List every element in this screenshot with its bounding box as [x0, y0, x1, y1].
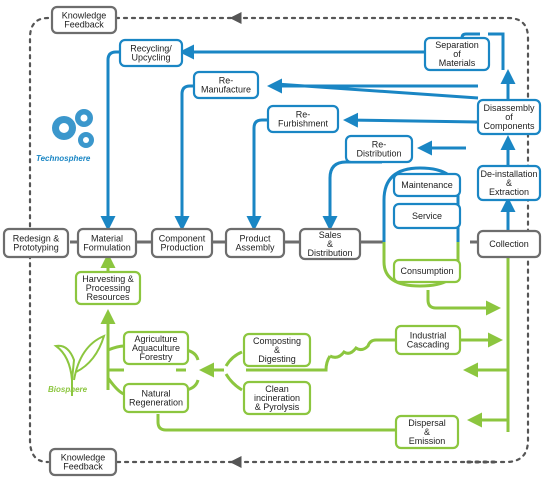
disassembly-of-components-node-label-line: Disassembly: [483, 103, 535, 113]
redistribution-node: Re-Distribution: [344, 134, 414, 164]
redesign-prototyping-node: Redesign &Prototyping: [2, 227, 70, 259]
clean-incineration-pyrolysis-node-label-line: incineration: [254, 393, 300, 403]
remanufacture-node-label-line: Manufacture: [201, 85, 251, 95]
consumption-node-label-line: Consumption: [400, 266, 453, 276]
product-assembly-node-label-line: Assembly: [235, 243, 275, 253]
consumption-node: Consumption: [392, 258, 462, 284]
collection-node-label-line: Collection: [489, 239, 529, 249]
service-node: Service: [392, 202, 462, 230]
knowledge-feedback-bottom-label-line: Knowledge: [61, 453, 106, 463]
dispersal-emission-node-label-line: Emission: [409, 436, 446, 446]
knowledge-feedback-top-label-line: Knowledge: [62, 11, 107, 21]
deinstallation-extraction-node-label-line: De-installation: [480, 169, 537, 179]
product-assembly-node-label-line: Product: [239, 234, 271, 244]
refurbishment-node-label-line: Re-: [296, 110, 311, 120]
composting-digesting-node-label-line: Digesting: [258, 354, 296, 364]
knowledge-feedback-top-label-line: Feedback: [64, 20, 104, 30]
collection-node: Collection: [476, 229, 542, 259]
agriculture-aquaculture-forestry-node-label-line: Agriculture: [134, 334, 177, 344]
biosphere-label: Biosphere: [48, 385, 88, 394]
technosphere-flows: [100, 32, 516, 242]
deinstallation-extraction-node: De-installation&Extraction: [476, 164, 542, 202]
sales-distribution-node-label-line: Distribution: [307, 248, 352, 258]
remanufacture-node: Re-Manufacture: [192, 70, 260, 100]
redistribution-node-label-line: Re-: [372, 140, 387, 150]
leaves-icon: [53, 334, 106, 396]
redesign-prototyping-node-label-line: Prototyping: [13, 243, 59, 253]
harvesting-processing-resources-node-label-line: Harvesting &: [82, 274, 134, 284]
component-production-node-label-line: Production: [160, 243, 203, 253]
agriculture-aquaculture-forestry-node-label-line: Forestry: [139, 352, 173, 362]
recycling-upcycling-node: Recycling/Upcycling: [118, 38, 184, 68]
remanufacture-node-label-line: Re-: [219, 76, 234, 86]
separation-of-materials-node-label-line: Separation: [435, 40, 479, 50]
natural-regeneration-node-label-line: Natural: [141, 389, 170, 399]
refurbishment-node-label-line: Furbishment: [278, 119, 329, 129]
deinstallation-extraction-node-label-line: &: [506, 178, 512, 188]
composting-digesting-node: Composting&Digesting: [242, 332, 312, 368]
recycling-upcycling-node-label-line: Recycling/: [130, 44, 172, 54]
disassembly-of-components-node-label-line: of: [505, 112, 513, 122]
sales-distribution-node: Sales&Distribution: [298, 227, 362, 261]
composting-digesting-node-label-line: &: [274, 345, 280, 355]
sales-distribution-node-label-line: Sales: [319, 230, 342, 240]
deinstallation-extraction-node-label-line: Extraction: [489, 187, 529, 197]
redesign-prototyping-node-label-line: Redesign &: [13, 234, 60, 244]
knowledge-feedback-bottom-label-line: Feedback: [63, 462, 103, 472]
disassembly-of-components-node-label-line: Components: [483, 121, 535, 131]
harvesting-processing-resources-node-label-line: Processing: [86, 283, 131, 293]
clean-incineration-pyrolysis-node-label-line: Clean: [265, 384, 289, 394]
gears-icon: [52, 109, 94, 148]
separation-of-materials-node-label-line: Materials: [439, 58, 476, 68]
natural-regeneration-node-label-line: Regeneration: [129, 398, 183, 408]
dispersal-emission-node-label-line: &: [424, 427, 430, 437]
separation-of-materials-node-label-line: of: [453, 49, 461, 59]
sales-distribution-node-label-line: &: [327, 239, 333, 249]
harvesting-processing-resources-node-label-line: Resources: [86, 292, 130, 302]
technosphere-label: Technosphere: [36, 154, 91, 163]
maintenance-node-label-line: Maintenance: [401, 180, 453, 190]
material-formulation-node-label-line: Material: [91, 234, 123, 244]
composting-digesting-node-label-line: Composting: [253, 336, 301, 346]
component-production-node-label-line: Component: [159, 234, 206, 244]
refurbishment-node: Re-Furbishment: [266, 104, 340, 134]
dispersal-emission-node: Dispersal&Emission: [394, 414, 460, 450]
redistribution-node-label-line: Distribution: [356, 149, 401, 159]
maintenance-node: Maintenance: [392, 172, 462, 198]
material-formulation-node-label-line: Formulation: [83, 243, 131, 253]
dispersal-emission-node-label-line: Dispersal: [408, 418, 446, 428]
clean-incineration-pyrolysis-node-label-line: & Pyrolysis: [255, 402, 300, 412]
service-node-label-line: Service: [412, 211, 442, 221]
industrial-cascading-node-label-line: Cascading: [407, 340, 450, 350]
recycling-upcycling-node-label-line: Upcycling: [131, 53, 170, 63]
agriculture-aquaculture-forestry-node-label-line: Aquaculture: [132, 343, 180, 353]
diagram-nodes: KnowledgeFeedbackKnowledgeFeedbackRecycl…: [2, 5, 542, 477]
industrial-cascading-node-label-line: Industrial: [410, 331, 447, 341]
